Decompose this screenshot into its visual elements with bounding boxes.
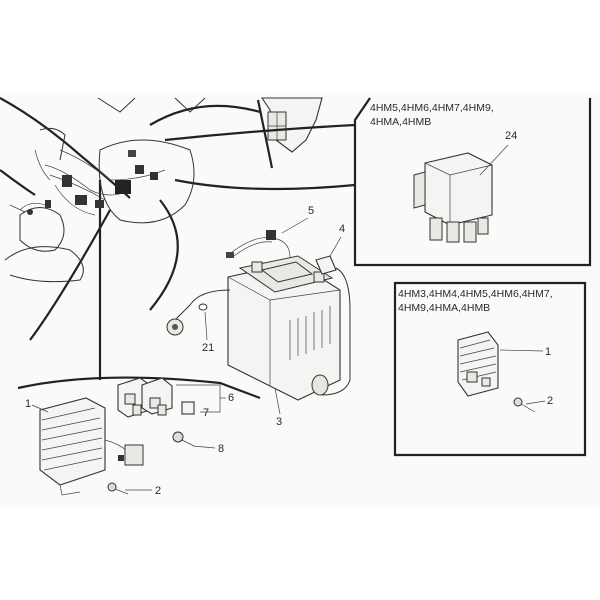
inset-label-1: 1 — [545, 346, 551, 358]
label-21: 21 — [202, 342, 214, 354]
label-2: 2 — [155, 485, 161, 497]
rectifier-part-main — [39, 397, 144, 496]
inset-label-2: 2 — [547, 395, 553, 407]
label-1: 1 — [25, 398, 31, 410]
battery-part — [227, 255, 341, 401]
fuse-7 — [181, 401, 195, 415]
inset-rectifier-box: 4HM3,4HM4,4HM5,4HM6,4HM7, 4HM9,4HMA,4HMB… — [393, 281, 587, 457]
rectifier-part-inset — [457, 331, 499, 397]
label-4: 4 — [339, 223, 345, 235]
bolt-8 — [172, 431, 195, 447]
bolt-inset — [513, 397, 536, 413]
label-7: 7 — [203, 407, 209, 419]
label-8: 8 — [218, 443, 224, 455]
inset-bottom-variants-line1: 4HM3,4HM4,4HM5,4HM6,4HM7, — [398, 288, 553, 300]
inset-top-variants-line1: 4HM5,4HM6,4HM7,4HM9, — [370, 102, 494, 114]
label-3: 3 — [276, 416, 282, 428]
bolt-main — [107, 482, 129, 495]
ground-lead-21: 21 — [166, 289, 231, 354]
relay-assembly-6 — [117, 377, 173, 418]
label-6: 6 — [228, 392, 234, 404]
relay-part — [413, 152, 493, 243]
inset-relay-box: 4HM5,4HM6,4HM7,4HM9, 4HMA,4HMB 24 — [353, 97, 592, 267]
label-5: 5 — [308, 205, 314, 217]
fuse-holder-4: 4 — [311, 223, 351, 396]
inset-bottom-variants-line2: 4HM9,4HMA,4HMB — [398, 302, 490, 314]
label-24: 24 — [505, 130, 517, 142]
wire-harness-illustration — [0, 97, 356, 380]
inset-top-variants-line2: 4HMA,4HMB — [370, 116, 431, 128]
battery-lead-5: 5 — [226, 205, 314, 259]
